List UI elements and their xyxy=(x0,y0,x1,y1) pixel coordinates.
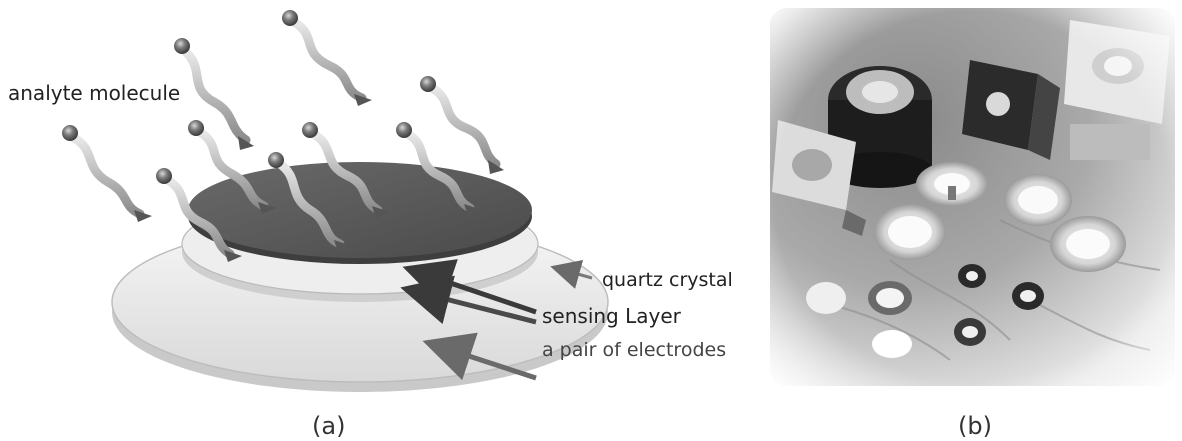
analyte-molecule xyxy=(174,38,254,150)
electrodes-label: a pair of electrodes xyxy=(542,339,726,361)
qcm-crystals-photo: (b) xyxy=(770,0,1182,441)
panel-a-caption: (a) xyxy=(312,412,345,440)
analyte-molecule-label: analyte molecule xyxy=(8,81,180,105)
quartz-crystal-label: quartz crystal xyxy=(602,269,733,291)
sensing-layer-label: sensing Layer xyxy=(542,304,682,328)
qcm-schematic-diagram: analyte molecule quartz crystal sensing … xyxy=(0,0,760,441)
analyte-molecule xyxy=(282,10,372,106)
analyte-molecule xyxy=(420,76,504,174)
analyte-molecule xyxy=(62,125,152,222)
panel-b-caption: (b) xyxy=(958,412,992,440)
